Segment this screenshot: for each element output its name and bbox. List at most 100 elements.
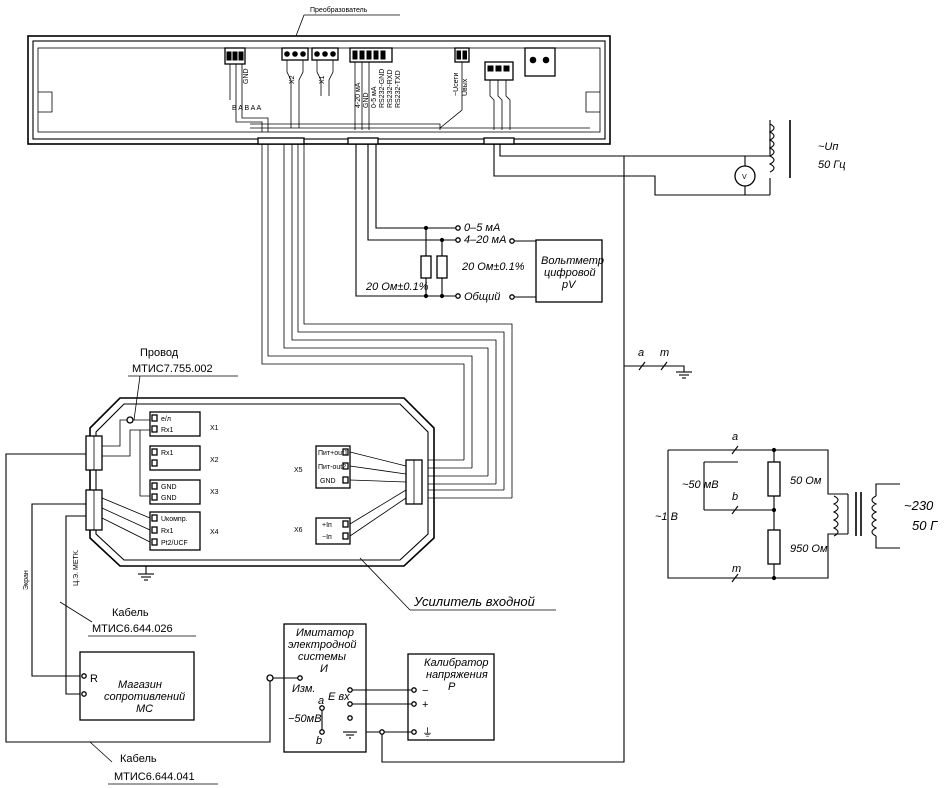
terminal-gnd: GND	[224, 47, 250, 84]
converter-title-leader	[295, 14, 305, 37]
terminal-gnd-label: GND	[243, 68, 250, 84]
junction-dot	[423, 225, 429, 231]
imitator-izm-terminal	[297, 675, 303, 681]
harness-wire	[328, 60, 334, 96]
converter-title: Преобразователь	[310, 6, 368, 14]
cable1-title: Кабель	[112, 607, 149, 619]
signal-harness	[261, 144, 513, 499]
digital-voltmeter-line1: Вольтметр	[541, 255, 604, 267]
converter-block: Преобразователь GND X2 X1	[27, 6, 611, 145]
wire-callout: Провод МТИС7.755.002	[128, 347, 238, 421]
converter-inner-frame	[32, 40, 606, 140]
bottom-cable: Кабель МТИС6.644.041	[89, 674, 274, 785]
amp-internal-wire	[349, 479, 407, 483]
terminal-x2: X2	[281, 47, 309, 84]
gland-middle	[347, 137, 379, 145]
connector-x2-tag: X2	[210, 457, 219, 464]
imitator-frame	[283, 623, 367, 753]
divider-mains-freq: 50 Г	[912, 518, 938, 533]
connector-x1	[149, 411, 201, 437]
terminal-signals-pin	[373, 50, 379, 60]
amp-internal-wire	[101, 507, 151, 531]
supply-wire-bottom	[493, 144, 770, 196]
calibrator-terminal-minus	[411, 687, 417, 693]
voltmeter-symbol	[734, 165, 756, 187]
connector-x2-row1: Rx1	[161, 450, 174, 457]
power-socket-hole	[542, 56, 550, 64]
connector-x5-pin	[342, 476, 349, 484]
power-socket	[524, 47, 556, 77]
resistance-terminal	[81, 691, 87, 697]
terminal-x1-pin	[322, 51, 328, 57]
wire-code: МТИС7.755.002	[132, 363, 213, 375]
connector-x5-row3: GND	[320, 478, 336, 485]
connector-x1-row1: e/л	[161, 416, 171, 423]
terminal-signals-pin	[380, 50, 386, 60]
terminal-x1-pin	[314, 51, 320, 57]
calibrator-block: Калибратор напряжения P − + ⏚	[352, 156, 625, 763]
imitator-b-label: b	[316, 735, 322, 747]
dvm-terminal-top	[509, 238, 515, 244]
divider-b-label: b	[732, 491, 738, 503]
amp-internal-wire	[349, 489, 407, 525]
connector-x4-row2: Rx1	[161, 528, 174, 535]
imitator-mv-label: −50мВ	[288, 713, 322, 725]
rx-pin-letters: B A B A A	[232, 105, 262, 112]
harness-wire	[241, 64, 269, 132]
dvm-terminal-bottom	[509, 294, 515, 300]
calibrator-line3: P	[448, 681, 456, 693]
connector-x6-pin	[342, 532, 349, 540]
voltage-divider: a b m ~50 мВ ~1 В 50 Ом 950 Ом ~230 50 Г	[655, 431, 938, 583]
terminal-x2-pin	[284, 51, 290, 57]
calibrator-minus-label: −	[422, 685, 428, 697]
terminal-x1-label: X1	[319, 75, 326, 84]
divider-junction	[771, 507, 777, 513]
supply-section: ~Uп 50 Гц V	[493, 120, 846, 196]
imitator-out-gnd	[347, 715, 353, 721]
wire-out-05	[375, 144, 456, 229]
calibrator-line2: напряжения	[426, 669, 488, 681]
signal-label-rs232-rxd: RS232-RXD	[387, 69, 394, 108]
junction-dot	[423, 293, 429, 299]
terminal-gnd-pin	[226, 51, 232, 61]
terminal-x1-pin	[330, 51, 336, 57]
connector-x3-tag: X3	[210, 489, 219, 496]
power-connector-pin	[487, 65, 494, 72]
connector-x4	[149, 511, 201, 551]
ground-return-wire	[381, 156, 625, 763]
power-connector-pin	[503, 65, 510, 72]
junction-dot	[439, 237, 445, 243]
imitator-out-plus	[347, 701, 353, 707]
imitator-line3: системы	[298, 651, 346, 663]
imitator-a-label: a	[318, 695, 324, 707]
label-out-05: 0–5 мА	[464, 222, 500, 234]
power-wire	[497, 80, 503, 130]
connector-x4-tag: X4	[210, 529, 219, 536]
connector-x4-row3: Pt2/UCF	[161, 540, 188, 547]
resistance-box: R Магазин сопротивлений MC	[79, 651, 195, 721]
harness-wire	[298, 60, 304, 128]
connector-x4-pin	[151, 538, 158, 546]
voltmeter-symbol-letter: V	[742, 174, 747, 181]
mains-label-1: ~Uсети	[453, 72, 460, 96]
resistance-pin-label: R	[90, 673, 98, 685]
amp-internal-wire	[349, 465, 407, 475]
signal-label-05: 0-5 мА	[371, 86, 378, 108]
power-socket-hole	[529, 56, 537, 64]
harness-wire	[439, 62, 463, 129]
signal-label-rs232-txd: RS232-TXD	[395, 70, 402, 108]
connector-x4-row1: Uкомпр.	[161, 516, 188, 523]
resistance-box-frame	[79, 651, 195, 721]
terminal-signals-pin	[359, 50, 365, 60]
calibrator-line1: Калибратор	[424, 657, 489, 669]
supply-frequency: 50 Гц	[818, 159, 846, 171]
terminal-signals: 4-20 мА GND 0-5 мА RS232-GND RS232-RXD R…	[349, 47, 402, 108]
amp-internal-wire	[102, 429, 150, 457]
supply-label: ~Uп	[818, 141, 838, 153]
digital-voltmeter-line3: pV	[561, 279, 577, 291]
cable2-title: Кабель	[120, 753, 157, 765]
resistance-line2: сопротивлений	[104, 691, 185, 703]
junction-dot	[439, 293, 445, 299]
amp-internal-wire	[139, 430, 150, 497]
amplifier-inner-frame	[95, 403, 429, 561]
